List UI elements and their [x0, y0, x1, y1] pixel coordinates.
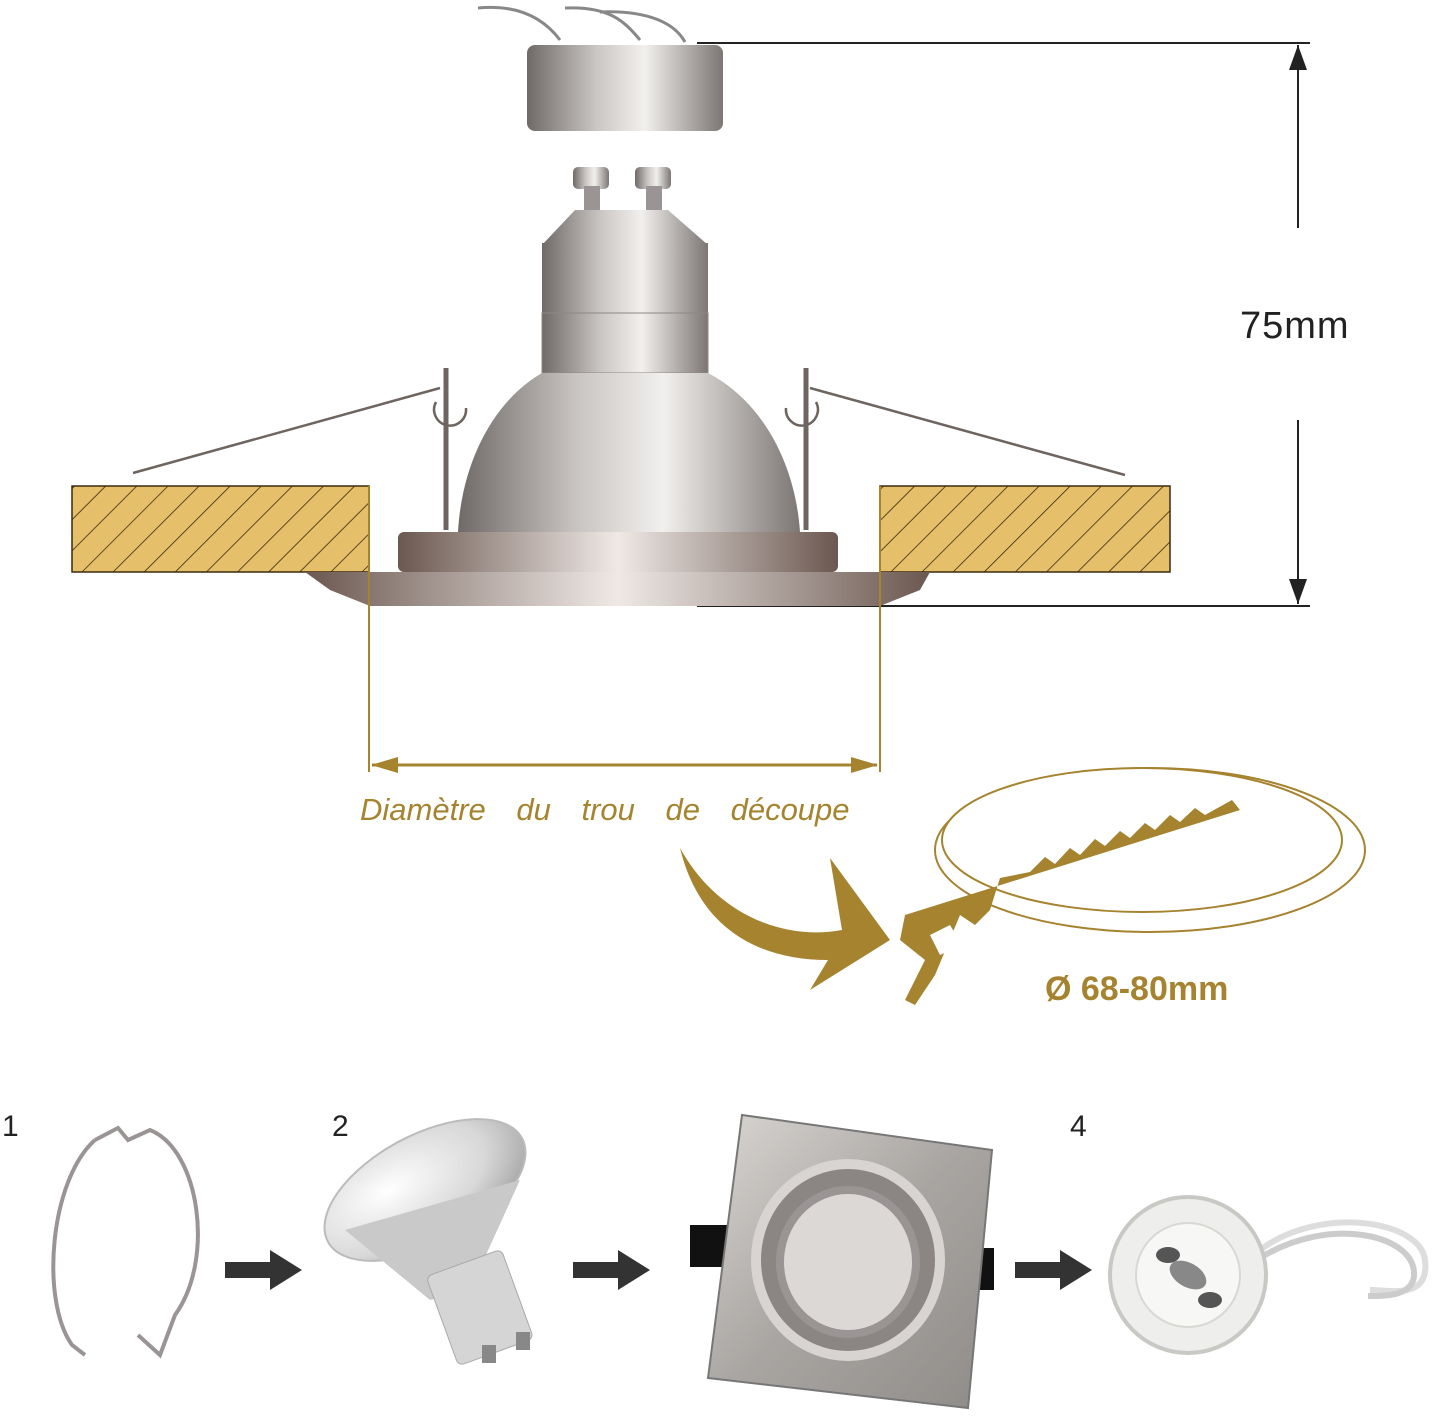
- cutout-hole-label: Diamètre du trou de découpe: [360, 792, 850, 827]
- square-frame-icon: [690, 1113, 994, 1410]
- step-arrow-icon: [225, 1250, 302, 1290]
- curved-arrow-icon: [680, 848, 890, 990]
- arrow-up-icon: [1289, 45, 1307, 70]
- cut-hole-icon: [934, 767, 1366, 933]
- step-arrow-icon: [573, 1250, 650, 1290]
- step-number-4: 4: [1070, 1110, 1087, 1143]
- gu10-socket-icon: [1108, 1195, 1429, 1355]
- cutout-diameter-label: Ø 68-80mm: [1045, 970, 1229, 1008]
- ceiling-board-right: [879, 485, 1171, 573]
- arrow-right-icon: [851, 757, 878, 773]
- spring-clips: [132, 368, 1126, 530]
- ceiling-board-left: [71, 485, 370, 573]
- cutout-dimension: [368, 486, 881, 773]
- saw-icon: [900, 800, 1240, 1005]
- gu10-bulb-icon: [323, 1118, 533, 1365]
- spring-clip-icon: [51, 1125, 200, 1359]
- arrow-left-icon: [371, 757, 398, 773]
- arrow-down-icon: [1289, 579, 1307, 604]
- step-number-2: 2: [332, 1110, 349, 1143]
- step-number-1: 1: [2, 1110, 19, 1143]
- step-arrow-icon: [1015, 1250, 1092, 1290]
- lamp-housing: [305, 167, 930, 606]
- height-label: 75mm: [1240, 305, 1350, 347]
- driver-box: [477, 5, 723, 131]
